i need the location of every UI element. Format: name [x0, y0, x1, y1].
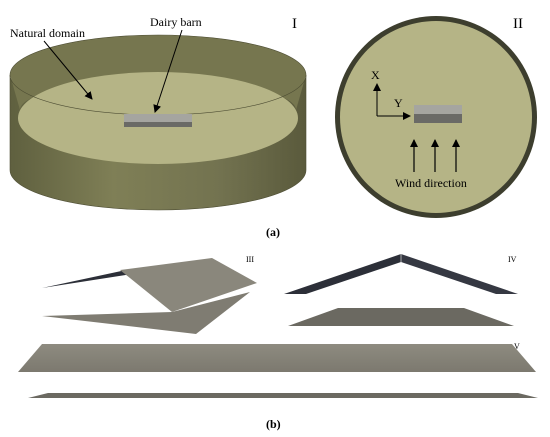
roof-edge-sliver [42, 270, 132, 288]
dairy-barn-label: Dairy barn [150, 15, 202, 29]
dairy-barn-top [414, 105, 462, 123]
component-5-geometry [18, 344, 538, 398]
view-2-top-view [335, 16, 537, 218]
component-4-numeral: IV [508, 255, 517, 264]
component-3-numeral: III [246, 255, 254, 264]
natural-domain-arrow [43, 40, 93, 100]
view-2-numeral: II [513, 16, 523, 32]
natural-domain-label: Natural domain [10, 26, 85, 40]
panel-b-caption: (b) [266, 417, 281, 431]
view-1-numeral: I [292, 16, 297, 32]
component-5-numeral: V [514, 342, 520, 351]
large-slab-top [18, 344, 536, 372]
dairy-barn-3d [124, 114, 192, 127]
gable-roof-left [284, 254, 401, 294]
roof-plane [120, 258, 257, 312]
wind-direction-label: Wind direction [395, 176, 467, 190]
gable-base-slab [288, 308, 514, 326]
gable-roof-right [401, 254, 518, 294]
view-1-cylinder-domain [9, 34, 307, 211]
x-axis-label: X [371, 68, 380, 82]
panel-a-caption: (a) [266, 225, 280, 239]
y-axis-label: Y [394, 96, 403, 110]
dairy-barn-arrow [153, 29, 183, 113]
component-4-geometry [284, 254, 518, 326]
component-3-geometry [42, 258, 257, 334]
floor-plane [42, 292, 250, 334]
large-slab-bottom [28, 393, 538, 398]
